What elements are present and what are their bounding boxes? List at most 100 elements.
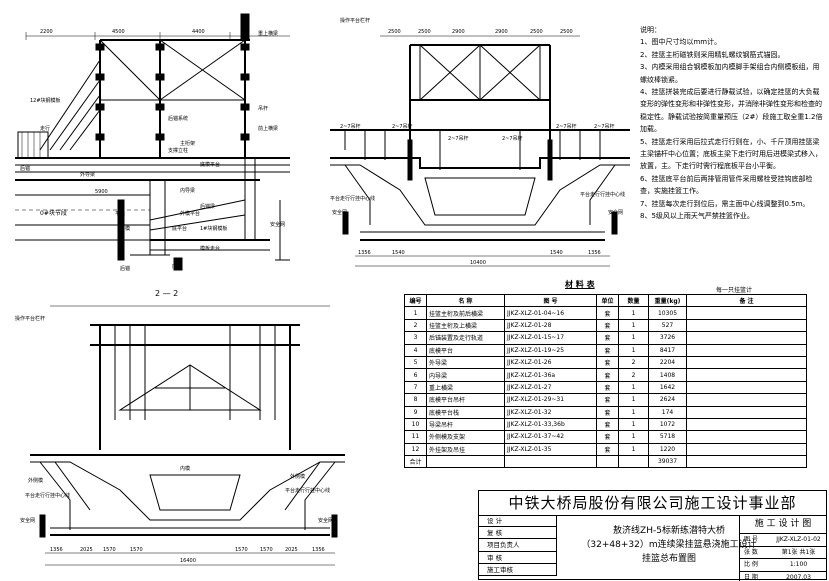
- table-cell: 10305: [648, 306, 687, 320]
- role-project-lead: 项目负责人: [479, 539, 557, 552]
- drawing-type: 施 工 设 计 图: [739, 515, 826, 534]
- table-cell: [596, 455, 619, 469]
- lbl-11: 前上横梁: [258, 125, 278, 132]
- table-cell: 5718: [648, 430, 687, 444]
- table-cell: 8: [404, 393, 427, 407]
- table-cell: JJKZ-XLZ-01-29~31: [504, 393, 597, 407]
- role-construction-review: 施工审核: [479, 563, 557, 576]
- tm-lbl-1: 操作平台栏杆: [340, 17, 370, 24]
- table-cell: 内导梁: [426, 368, 505, 382]
- table-cell: 套: [596, 393, 619, 407]
- signature-roles: 设 计 复 核 项目负责人 审 核 施工审核: [479, 515, 557, 576]
- table-cell: 3: [404, 331, 427, 345]
- bl-bdim-6: 1570: [235, 547, 248, 553]
- bl-bdim-5: 16400: [180, 558, 196, 564]
- lbl-13: 支撑立柱: [168, 147, 188, 154]
- table-cell: [686, 417, 807, 432]
- materials-header-row: 编号名 称图 号单位数量重量(kg)备 注: [404, 293, 807, 308]
- bl-lbl-8: 内模: [180, 465, 190, 472]
- lbl-0: 后锚: [20, 165, 30, 172]
- table-cell: 导梁吊杆: [426, 417, 505, 432]
- table-cell: [686, 306, 807, 320]
- materials-title: 材 料 表: [565, 280, 595, 289]
- table-cell: 1408: [648, 368, 687, 382]
- table-cell: 外侧模及支架: [426, 430, 505, 444]
- role-designer: 设 计: [479, 515, 557, 528]
- meta-key: 图 号: [744, 536, 758, 543]
- tm-lbl-4: 安全网: [332, 209, 347, 216]
- table-cell: 174: [648, 405, 687, 419]
- bl-bdim-4: 1570: [130, 547, 143, 553]
- lbl-22: 模板走台: [200, 245, 220, 252]
- role-checker: 复 核: [479, 527, 557, 540]
- tm-lbl-2: 平台走行行挂中心线: [330, 195, 375, 202]
- table-cell: 1: [618, 331, 649, 345]
- bl-lbl-7: 外侧模: [290, 473, 305, 480]
- table-cell: [686, 368, 807, 382]
- table-cell: 8417: [648, 343, 687, 357]
- hanger-lbl-2: 2~7吊杆: [392, 123, 413, 130]
- bl-bdim-1: 1356: [50, 547, 63, 553]
- table-cell: 重上横梁: [426, 380, 505, 395]
- hanger-lbl-1: 2~7吊杆: [340, 123, 361, 130]
- note-5: 5、挂篮走行采用后拉式走行行则在，小、千斤顶用挂篮梁主梁锚杆中心位置；底板主梁下…: [640, 137, 822, 171]
- lbl-19: 1#块钢模板: [200, 225, 227, 232]
- cross-section-front-view: 2500 2500 2900 2900 2500 2500: [330, 17, 630, 267]
- tm-bdim-1: 1356: [358, 250, 371, 256]
- table-cell: JJKZ-XLZ-01-04~16: [504, 306, 597, 320]
- note-6: 6、挂篮底平台前后两排管用管件采用螺栓受挂钩底部检查，实施挂篮工作。: [640, 174, 813, 196]
- table-cell: 1: [618, 306, 649, 320]
- design-notes: 说明： 1、图中尺寸均以mm计。 2、挂篮主桁磁铁则采用精轧螺纹钢筋式锚固。 3…: [640, 24, 826, 223]
- materials-header-cell: 编号: [404, 293, 427, 308]
- materials-header-cell: 名 称: [426, 293, 505, 308]
- dim-tm-6: 2500: [560, 29, 573, 35]
- table-cell: 套: [596, 405, 619, 419]
- lbl-3: 内导梁: [180, 187, 195, 194]
- table-cell: 3726: [648, 331, 687, 345]
- table-cell: 4: [404, 343, 427, 357]
- tm-bdim-5: 1356: [588, 250, 601, 256]
- table-cell: 套: [596, 380, 619, 395]
- dim-tm-1: 2500: [388, 29, 401, 35]
- bl-lbl-5: 安全网: [318, 517, 333, 524]
- lbl-10: 吊杆: [258, 105, 268, 112]
- hanger-lbl-5: 2~7吊杆: [556, 123, 577, 130]
- role-reviewer: 审 核: [479, 551, 557, 564]
- meta-value: 第1张 共1张: [781, 548, 816, 556]
- section-label: 2 — 2: [155, 289, 178, 298]
- table-cell: JJKZ-XLZ-01-15~17: [504, 331, 597, 345]
- table-cell: 套: [596, 306, 619, 320]
- dim-top-left-2: 4500: [112, 29, 125, 35]
- table-cell: 挂篮主桁及前后横梁: [426, 306, 505, 320]
- table-cell: [686, 331, 807, 345]
- bl-bdim-3: 1570: [103, 547, 116, 553]
- table-cell: [686, 405, 807, 419]
- lbl-21: 底模: [172, 263, 182, 270]
- lbl-8: 主桁架: [180, 140, 195, 147]
- bl-lbl-4: 安全网: [20, 517, 35, 524]
- table-cell: JJKZ-XLZ-01-19~25: [504, 343, 597, 357]
- table-cell: 1: [618, 318, 649, 333]
- meta-key: 张 数: [744, 548, 758, 556]
- note-4: 4、挂篮拼装完成后要进行静载试验，以确定挂篮的大负载变形的弹性变形和非弹性变形，…: [640, 88, 823, 134]
- table-cell: JJKZ-XLZ-01-36a: [504, 368, 597, 382]
- table-cell: 2: [404, 318, 427, 333]
- bl-bdim-7: 1570: [260, 547, 273, 553]
- table-cell: 2: [618, 355, 649, 370]
- materials-subtitle: 每一只挂篮计: [716, 287, 753, 294]
- dim-top-left-3: 4400: [192, 29, 205, 35]
- table-cell: 9: [404, 405, 427, 419]
- lbl-14: 平联: [115, 210, 125, 217]
- table-cell: 底模平台栈: [426, 405, 505, 419]
- table-cell: 外挂架及吊挂: [426, 442, 505, 457]
- lbl-20: 后锚: [120, 265, 130, 272]
- meta-value: JJKZ-XLZ-01-02: [776, 536, 821, 543]
